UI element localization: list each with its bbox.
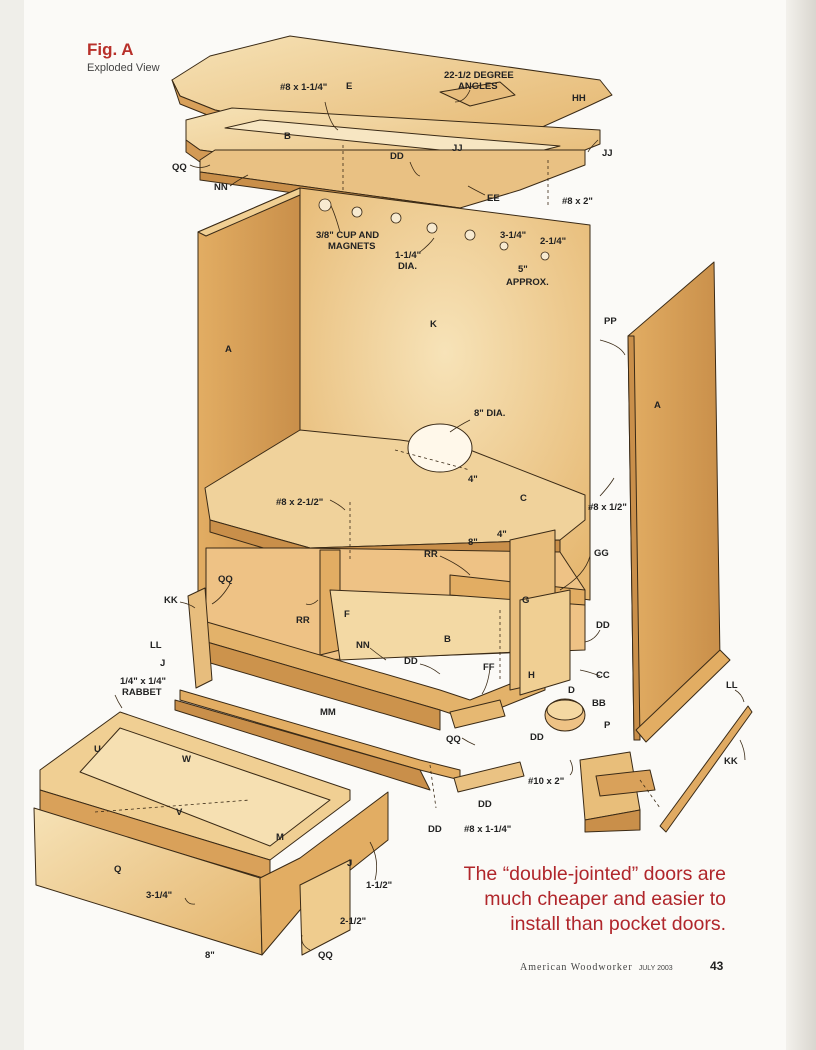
brace-dd-low	[453, 761, 525, 793]
label-dim-5: 5"	[518, 264, 528, 275]
label-ff: FF	[483, 662, 495, 673]
drawer	[33, 711, 389, 956]
label-gg: GG	[594, 548, 609, 559]
label-a-right: A	[654, 400, 661, 411]
label-dd-bot: DD	[478, 799, 492, 810]
page-edge-shadow	[786, 0, 816, 1050]
publication-name: American Woodworker	[520, 962, 633, 973]
label-angles-1: 22-1/2 DEGREE	[444, 70, 514, 81]
label-kk-left: KK	[164, 595, 178, 606]
label-f: F	[344, 609, 350, 620]
label-screw-8x212: #8 x 2-1/2"	[276, 497, 323, 508]
label-qq-top: QQ	[172, 162, 187, 173]
label-dim-314b: 3-1/4"	[146, 890, 172, 901]
label-ll-right: LL	[726, 680, 738, 691]
label-cc: CC	[596, 670, 610, 681]
label-rr-a: RR	[424, 549, 438, 560]
label-dim-8b: 8"	[205, 950, 215, 961]
label-dim-314: 3-1/4"	[500, 230, 526, 241]
label-k: K	[430, 319, 437, 330]
footer-publication: American Woodworker JULY 2003	[520, 962, 673, 973]
label-ll-left: LL	[150, 640, 162, 651]
pull-quote: The “double-jointed” doors are much chea…	[366, 862, 726, 937]
label-dd-mid: DD	[404, 656, 418, 667]
label-qq-low: QQ	[446, 734, 461, 745]
label-b-mid: B	[444, 634, 451, 645]
label-u: U	[94, 744, 101, 755]
label-ee: EE	[487, 193, 500, 204]
label-dim-112: 1-1/2"	[366, 880, 392, 891]
figure-title: Fig. A	[87, 40, 134, 59]
label-nn-top: NN	[214, 182, 228, 193]
label-rr-b: RR	[296, 615, 310, 626]
label-screw-8x12: #8 x 1/2"	[588, 502, 627, 513]
label-rabbet-1: 1/4" x 1/4"	[120, 676, 166, 687]
knob-bb	[544, 698, 586, 732]
label-d: D	[568, 685, 575, 696]
figure-subtitle: Exploded View	[87, 62, 160, 74]
part-labels: E HH JJ JJ B DD QQ NN EE #8 x 2" #8 x 1-…	[94, 70, 738, 961]
label-cup-magnets-2: MAGNETS	[328, 241, 376, 252]
label-jj-right: JJ	[602, 148, 613, 159]
label-screw-10x2: #10 x 2"	[528, 776, 564, 787]
label-j-left: J	[160, 658, 165, 669]
label-dim-212: 2-1/2"	[340, 916, 366, 927]
label-h: H	[528, 670, 535, 681]
label-qq-bot: QQ	[318, 950, 333, 961]
label-bb: BB	[592, 698, 606, 709]
label-dia-114-2: DIA.	[398, 261, 417, 272]
label-dim-4b: 4"	[497, 529, 507, 540]
pull-quote-line-2: much cheaper and easier to	[484, 888, 726, 910]
label-a-left: A	[225, 344, 232, 355]
issue-date: JULY 2003	[638, 965, 673, 972]
label-dd-low: DD	[530, 732, 544, 743]
pull-quote-line-3: install than pocket doors.	[510, 913, 726, 935]
label-screw-8x2: #8 x 2"	[562, 196, 593, 207]
label-dim-8: 8"	[468, 537, 478, 548]
label-dim-4a: 4"	[468, 474, 478, 485]
label-dia-8: 8" DIA.	[474, 408, 505, 419]
label-mm: MM	[320, 707, 336, 718]
label-j-bot: J	[347, 858, 352, 869]
cabinet-case	[174, 187, 591, 791]
label-rabbet-2: RABBET	[122, 687, 162, 698]
label-dia-114-1: 1-1/4"	[395, 250, 421, 261]
label-w: W	[182, 754, 191, 765]
label-dd-bot2: DD	[428, 824, 442, 835]
label-g: G	[522, 595, 529, 606]
foot-p	[579, 751, 656, 833]
label-jj-top: JJ	[452, 143, 463, 154]
label-q: Q	[114, 864, 121, 875]
label-pp: PP	[604, 316, 617, 327]
label-v: V	[176, 807, 183, 818]
label-screw-8x114-top: #8 x 1-1/4"	[280, 82, 327, 93]
label-nn-mid: NN	[356, 640, 370, 651]
label-qq-mid: QQ	[218, 574, 233, 585]
pull-quote-line-1: The “double-jointed” doors are	[463, 863, 726, 885]
label-cup-magnets-1: 3/8" CUP AND	[316, 230, 379, 241]
label-dd-right: DD	[596, 620, 610, 631]
label-m: M	[276, 832, 284, 843]
label-screw-8x114-bot: #8 x 1-1/4"	[464, 824, 511, 835]
label-c: C	[520, 493, 527, 504]
label-dd-top: DD	[390, 151, 404, 162]
brace-dd-mid	[449, 699, 506, 729]
page-number: 43	[710, 959, 724, 973]
label-b-top: B	[284, 131, 291, 142]
label-p: P	[604, 720, 611, 731]
page-gutter	[0, 0, 24, 1050]
label-hh: HH	[572, 93, 586, 104]
label-kk-right: KK	[724, 756, 738, 767]
side-panel-right	[627, 261, 753, 833]
label-angles-2: ANGLES	[458, 81, 498, 92]
label-e: E	[346, 81, 352, 92]
label-dim-214: 2-1/4"	[540, 236, 566, 247]
label-approx: APPROX.	[506, 277, 549, 288]
